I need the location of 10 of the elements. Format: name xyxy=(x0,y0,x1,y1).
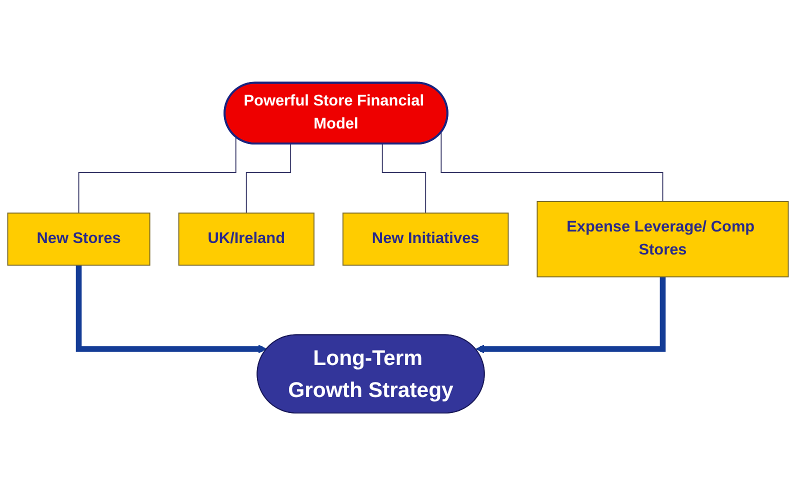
arrow xyxy=(76,264,267,353)
arrow xyxy=(476,276,666,353)
node-box: UK/Ireland xyxy=(178,212,314,266)
node-box: New Initiatives xyxy=(342,212,509,266)
node-box: New Stores xyxy=(7,212,150,266)
connector xyxy=(78,136,236,214)
connector xyxy=(246,143,292,214)
connector xyxy=(382,143,426,214)
connector xyxy=(440,132,664,202)
node-box: Expense Leverage/ Comp Stores xyxy=(536,200,789,277)
